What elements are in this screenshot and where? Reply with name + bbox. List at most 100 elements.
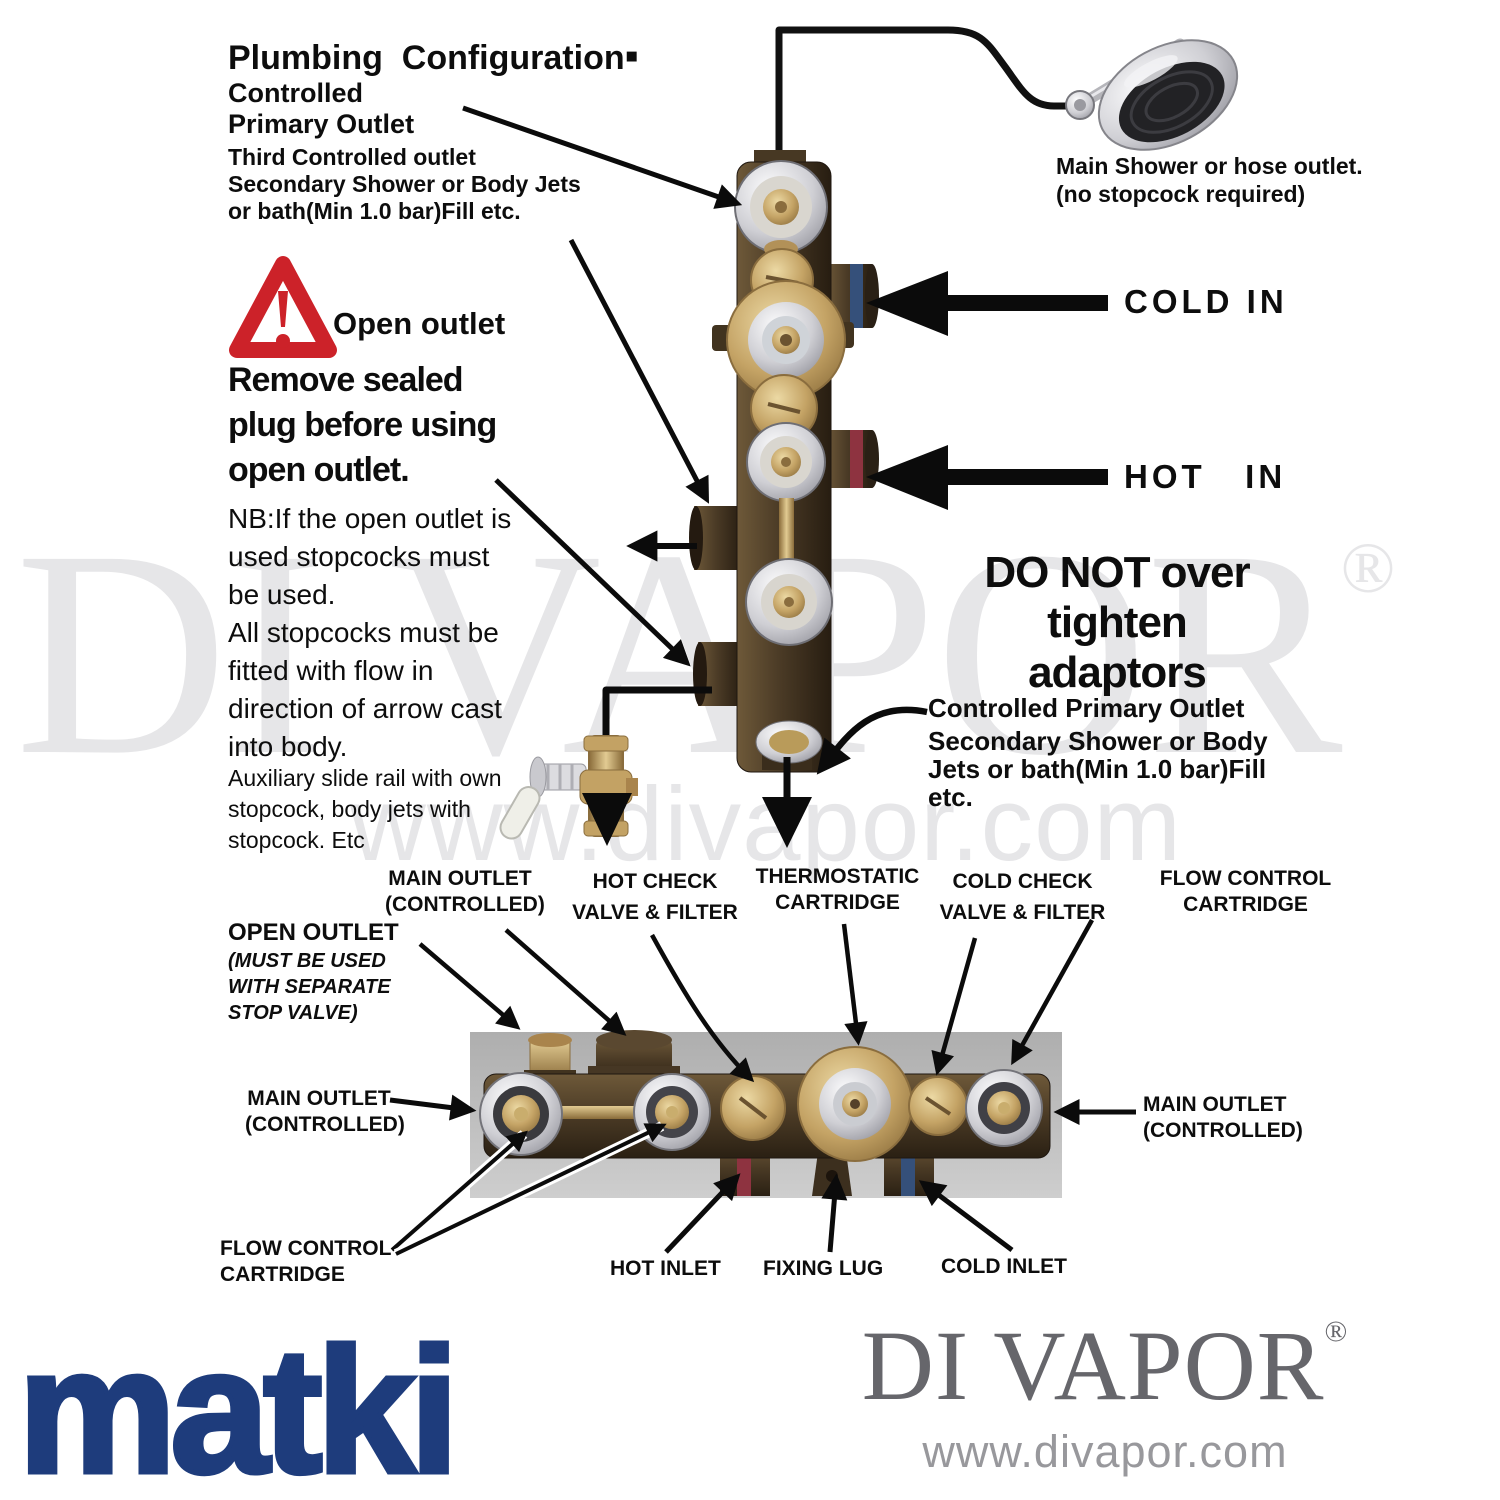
label-thermostatic: THERMOSTATIC CARTRIDGE: [755, 864, 920, 916]
bottom-outlet-down-arrow: [762, 797, 812, 848]
leader-fixing-lug: [821, 1173, 848, 1253]
page-title: Plumbing Configuration▪: [228, 36, 639, 78]
label-cold-check: COLD CHECK VALVE & FILTER: [930, 866, 1115, 928]
open-outlet-sub-line: WITH SEPARATE: [228, 976, 391, 998]
leader-controlled-primary: [816, 706, 928, 775]
open-outlet-sub-line: STOP VALVE): [228, 1002, 358, 1024]
leader-open-outlet-bottom: [418, 942, 521, 1030]
label-line: (CONTROLLED): [245, 1113, 405, 1136]
open-outlet-warning-label: Open outlet: [333, 306, 506, 341]
label-fixing-lug: FIXING LUG: [763, 1257, 884, 1280]
matki-logo: matki: [16, 1311, 462, 1500]
hot-check-disc: [720, 1075, 786, 1141]
do-not-overtighten-note: DO NOT over tighten adaptors: [922, 548, 1312, 698]
primary-outlet-line: Secondary Shower or Body: [928, 726, 1268, 756]
caution-line: adaptors: [1028, 648, 1207, 697]
hot-in-label: HOT IN: [1124, 458, 1287, 495]
label-line: (CONTROLLED): [1143, 1119, 1303, 1142]
controlled-primary-outlet-note: Controlled Primary Outlet Secondary Show…: [928, 694, 1268, 811]
divapor-logo-block: DI VAPOR® www.divapor.com: [850, 1316, 1360, 1478]
label-line: CARTRIDGE: [775, 891, 900, 914]
leader-hot-check: [650, 933, 755, 1083]
open-outlet-sub-line: (MUST BE USED: [228, 950, 386, 972]
leader-main-outlet-left: [389, 1094, 477, 1121]
leader-open-outlet: [494, 478, 691, 667]
shower-outlet-line: (no stopcock required): [1056, 181, 1306, 207]
page-title-text: Plumbing Configuration: [228, 39, 625, 77]
hot-inlet-port: [826, 430, 872, 488]
valve-front-photo: [689, 150, 879, 773]
watermark-registered-mark: ®: [1340, 528, 1396, 608]
stopcock-icon: [499, 735, 638, 840]
leader-cold-check: [931, 937, 978, 1076]
aux-line: Auxiliary slide rail with own: [228, 765, 502, 791]
label-main-outlet-right: MAIN OUTLET (CONTROLLED): [1143, 1092, 1303, 1144]
third-outlet-flow-cartridge: [734, 160, 828, 258]
remove-plug-heading: Remove sealed plug before using open out…: [228, 358, 497, 493]
label-main-outlet-left: MAIN OUTLET (CONTROLLED): [245, 1086, 405, 1138]
flow-cartridge-right: [965, 1069, 1043, 1147]
nb-line: fitted with flow in: [228, 655, 434, 686]
shower-outlet-label: Main Shower or hose outlet. (no stopcock…: [1056, 152, 1363, 208]
label-line: HOT CHECK: [592, 870, 718, 893]
nb-line: All stopcocks must be: [228, 617, 499, 648]
stopcock-down-arrow: [582, 793, 632, 846]
divapor-logo-text: DI VAPOR: [861, 1310, 1325, 1421]
label-flow-control-bottom: FLOW CONTROL CARTRIDGE: [220, 1236, 391, 1288]
cold-in-label: COLD IN: [1124, 283, 1288, 320]
remove-plug-line: open outlet.: [228, 451, 410, 489]
primary-outlet-line: etc.: [928, 782, 973, 812]
label-line: VALVE & FILTER: [939, 901, 1106, 924]
aux-line: stopcock, body jets with: [228, 796, 471, 822]
leader-flow-bottom-2: [395, 1123, 667, 1256]
label-line: MAIN OUTLET: [247, 1087, 391, 1110]
remove-plug-line: plug before using: [228, 406, 497, 444]
leader-cold-inlet: [918, 1180, 1014, 1252]
watermark-url-text: www.divapor.com: [350, 766, 1182, 883]
label-open-outlet: OPEN OUTLET (MUST BE USED WITH SEPARATE …: [228, 918, 399, 1026]
auxiliary-note: Auxiliary slide rail with own stopcock, …: [228, 763, 502, 856]
divapor-website: www.divapor.com: [922, 1426, 1288, 1477]
label-line: MAIN OUTLET: [388, 867, 532, 890]
primary-outlet-line: Controlled Primary Outlet: [928, 693, 1245, 723]
divapor-logo: DI VAPOR®: [850, 1316, 1360, 1416]
label-hot-inlet: HOT INLET: [610, 1257, 721, 1280]
nb-line: be used.: [228, 579, 336, 610]
title-subtitle-2: Primary Outlet: [228, 109, 415, 139]
remove-plug-line: Remove sealed: [228, 361, 464, 399]
thermostatic-disc: [797, 1046, 913, 1162]
divapor-registered-mark: ®: [1324, 1315, 1349, 1348]
label-cold-inlet: COLD INLET: [941, 1255, 1067, 1278]
leader-secondary-outlet: [568, 238, 710, 504]
pipe-to-shower-line: [775, 26, 1070, 168]
divapor-watermark: DI VAPOR®: [15, 505, 1395, 800]
label-line: CARTRIDGE: [1183, 893, 1308, 916]
leader-third-outlet: [462, 105, 743, 209]
nb-line: direction of arrow cast: [228, 693, 502, 724]
shower-outlet-line: Main Shower or hose outlet.: [1056, 153, 1363, 179]
nb-line: NB:If the open outlet is: [228, 503, 512, 534]
leader-flow-bottom-1: [390, 1130, 528, 1252]
watermark-text: DI VAPOR: [15, 489, 1343, 816]
hot-in-arrow: [866, 445, 1108, 510]
divapor-url-watermark: www.divapor.com: [350, 765, 1182, 885]
title-line-5: or bath(Min 1.0 bar)Fill etc.: [228, 198, 521, 224]
title-subtitle-1: Controlled: [228, 78, 363, 108]
shower-head-icon: [1065, 38, 1239, 151]
warning-triangle-icon: [229, 256, 337, 358]
aux-line: stopcock. Etc: [228, 827, 365, 853]
label-flow-control-top: FLOW CONTROL CARTRIDGE: [1158, 866, 1333, 918]
label-line: COLD CHECK: [952, 870, 1093, 893]
nb-line: into body.: [228, 731, 348, 762]
title-block: Plumbing Configuration▪ Controlled Prima…: [228, 36, 639, 225]
label-line: FLOW CONTROL: [220, 1237, 392, 1260]
cold-in-arrow: [866, 271, 1108, 336]
flow-cartridge-left: [479, 1072, 563, 1156]
label-hot-check: HOT CHECK VALVE & FILTER: [565, 866, 745, 928]
label-line: VALVE & FILTER: [572, 901, 738, 924]
label-main-outlet-top: MAIN OUTLET (CONTROLLED): [385, 866, 545, 918]
title-line-3: Third Controlled outlet: [228, 144, 476, 170]
bottom-outlet: [755, 720, 823, 764]
title-period-square: ▪: [624, 34, 639, 78]
